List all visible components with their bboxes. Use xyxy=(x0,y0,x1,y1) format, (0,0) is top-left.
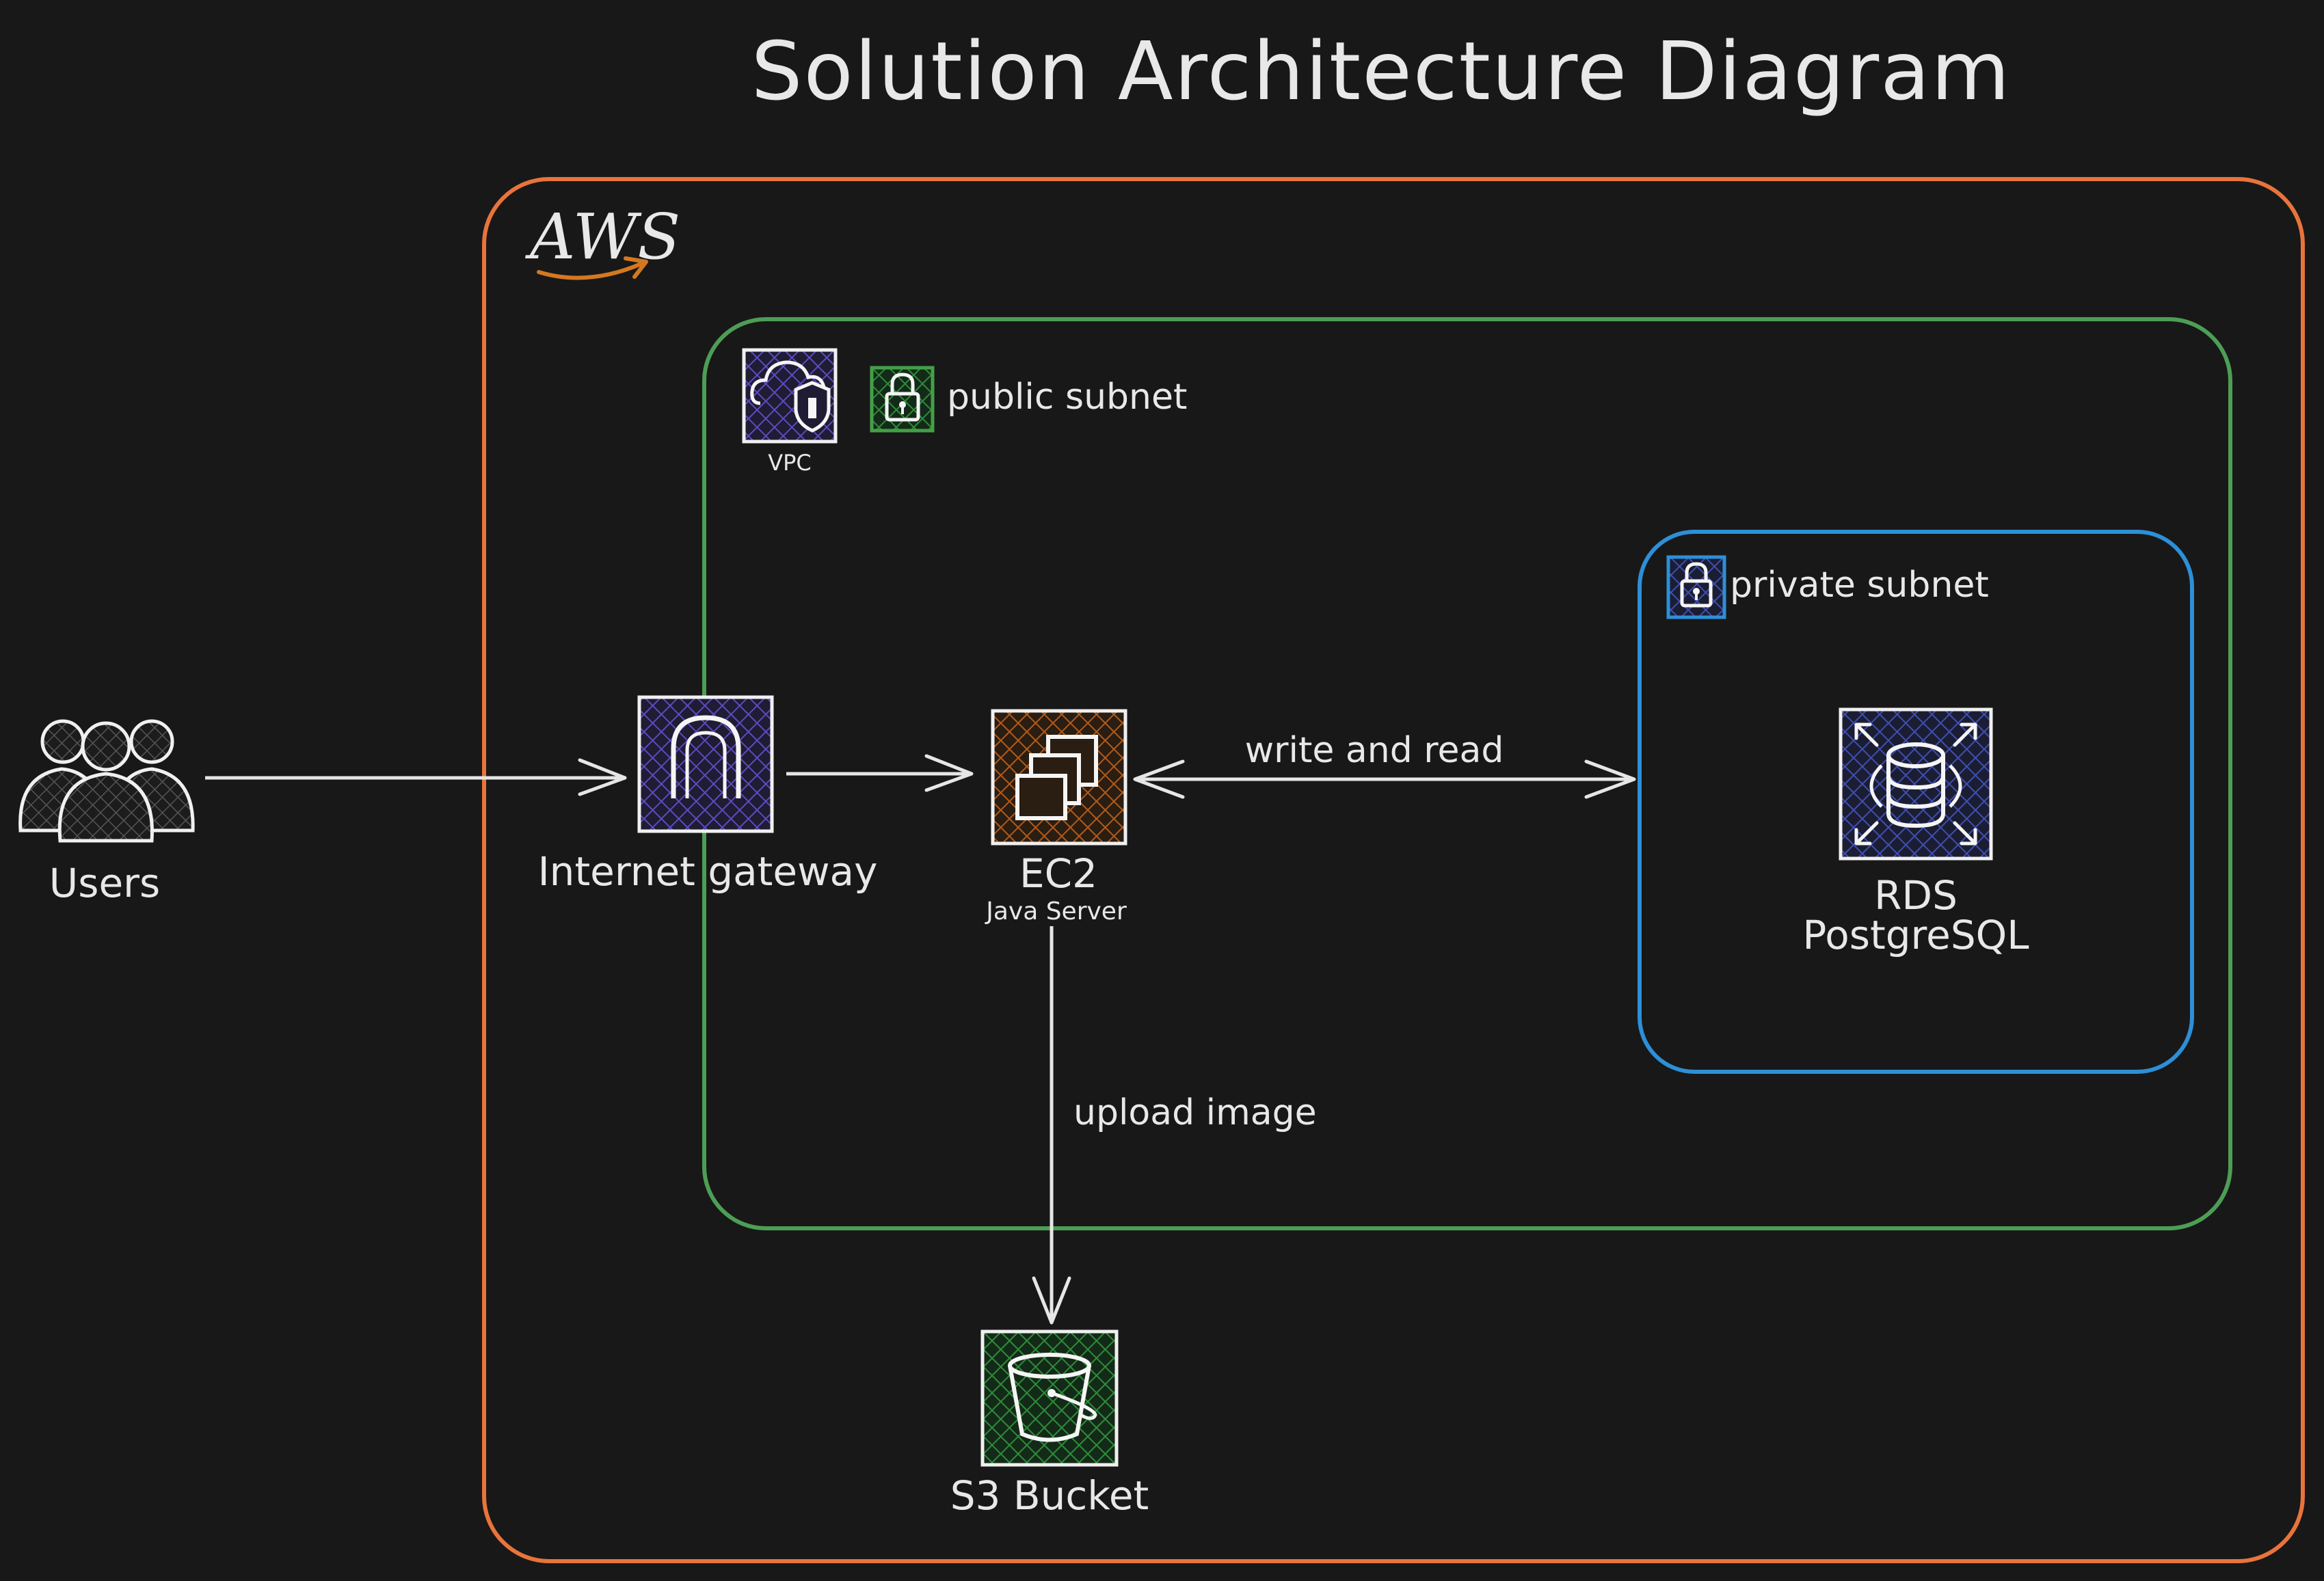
aws-smile-arrowhead xyxy=(624,256,648,279)
aws-label: AWS xyxy=(524,200,680,273)
rds-database-icon xyxy=(1839,707,1993,861)
private-subnet-label: private subnet xyxy=(1730,565,1989,606)
edge-ec2-s3-label: upload image xyxy=(1073,1092,1317,1133)
users-icon xyxy=(18,719,195,843)
vpc-icon xyxy=(742,348,838,444)
internet-gateway-label: Internet gateway xyxy=(538,848,878,895)
public-subnet-lock-icon xyxy=(870,366,935,433)
public-subnet-label: public subnet xyxy=(947,377,1187,418)
ec2-label: EC2 xyxy=(1019,850,1097,897)
users-label: Users xyxy=(49,860,160,906)
edge-ec2-rds-arrowhead-right xyxy=(1584,759,1636,799)
ec2-icon xyxy=(991,709,1127,846)
private-subnet-lock-icon xyxy=(1666,555,1726,619)
rds-label: RDS xyxy=(1874,872,1958,919)
s3-label: S3 Bucket xyxy=(950,1472,1149,1519)
vpc-label: VPC xyxy=(768,450,812,476)
edge-ec2-rds-arrowhead-left xyxy=(1133,759,1185,799)
aws-cloud-boundary xyxy=(482,177,2305,1563)
internet-gateway-icon xyxy=(637,695,774,833)
private-subnet-boundary xyxy=(1638,530,2194,1074)
edge-users-igw-arrowhead xyxy=(578,758,627,796)
edge-ec2-rds-label: write and read xyxy=(1245,730,1504,771)
s3-bucket-icon xyxy=(980,1329,1119,1467)
aws-smile-arrow xyxy=(537,261,645,280)
edge-ec2-s3-arrowhead xyxy=(1032,1276,1071,1325)
edge-igw-ec2-arrowhead xyxy=(924,754,974,792)
ec2-sublabel: Java Server xyxy=(985,897,1127,925)
diagram-title: Solution Architecture Diagram xyxy=(751,24,2012,118)
rds-sublabel: PostgreSQL xyxy=(1802,912,2029,958)
